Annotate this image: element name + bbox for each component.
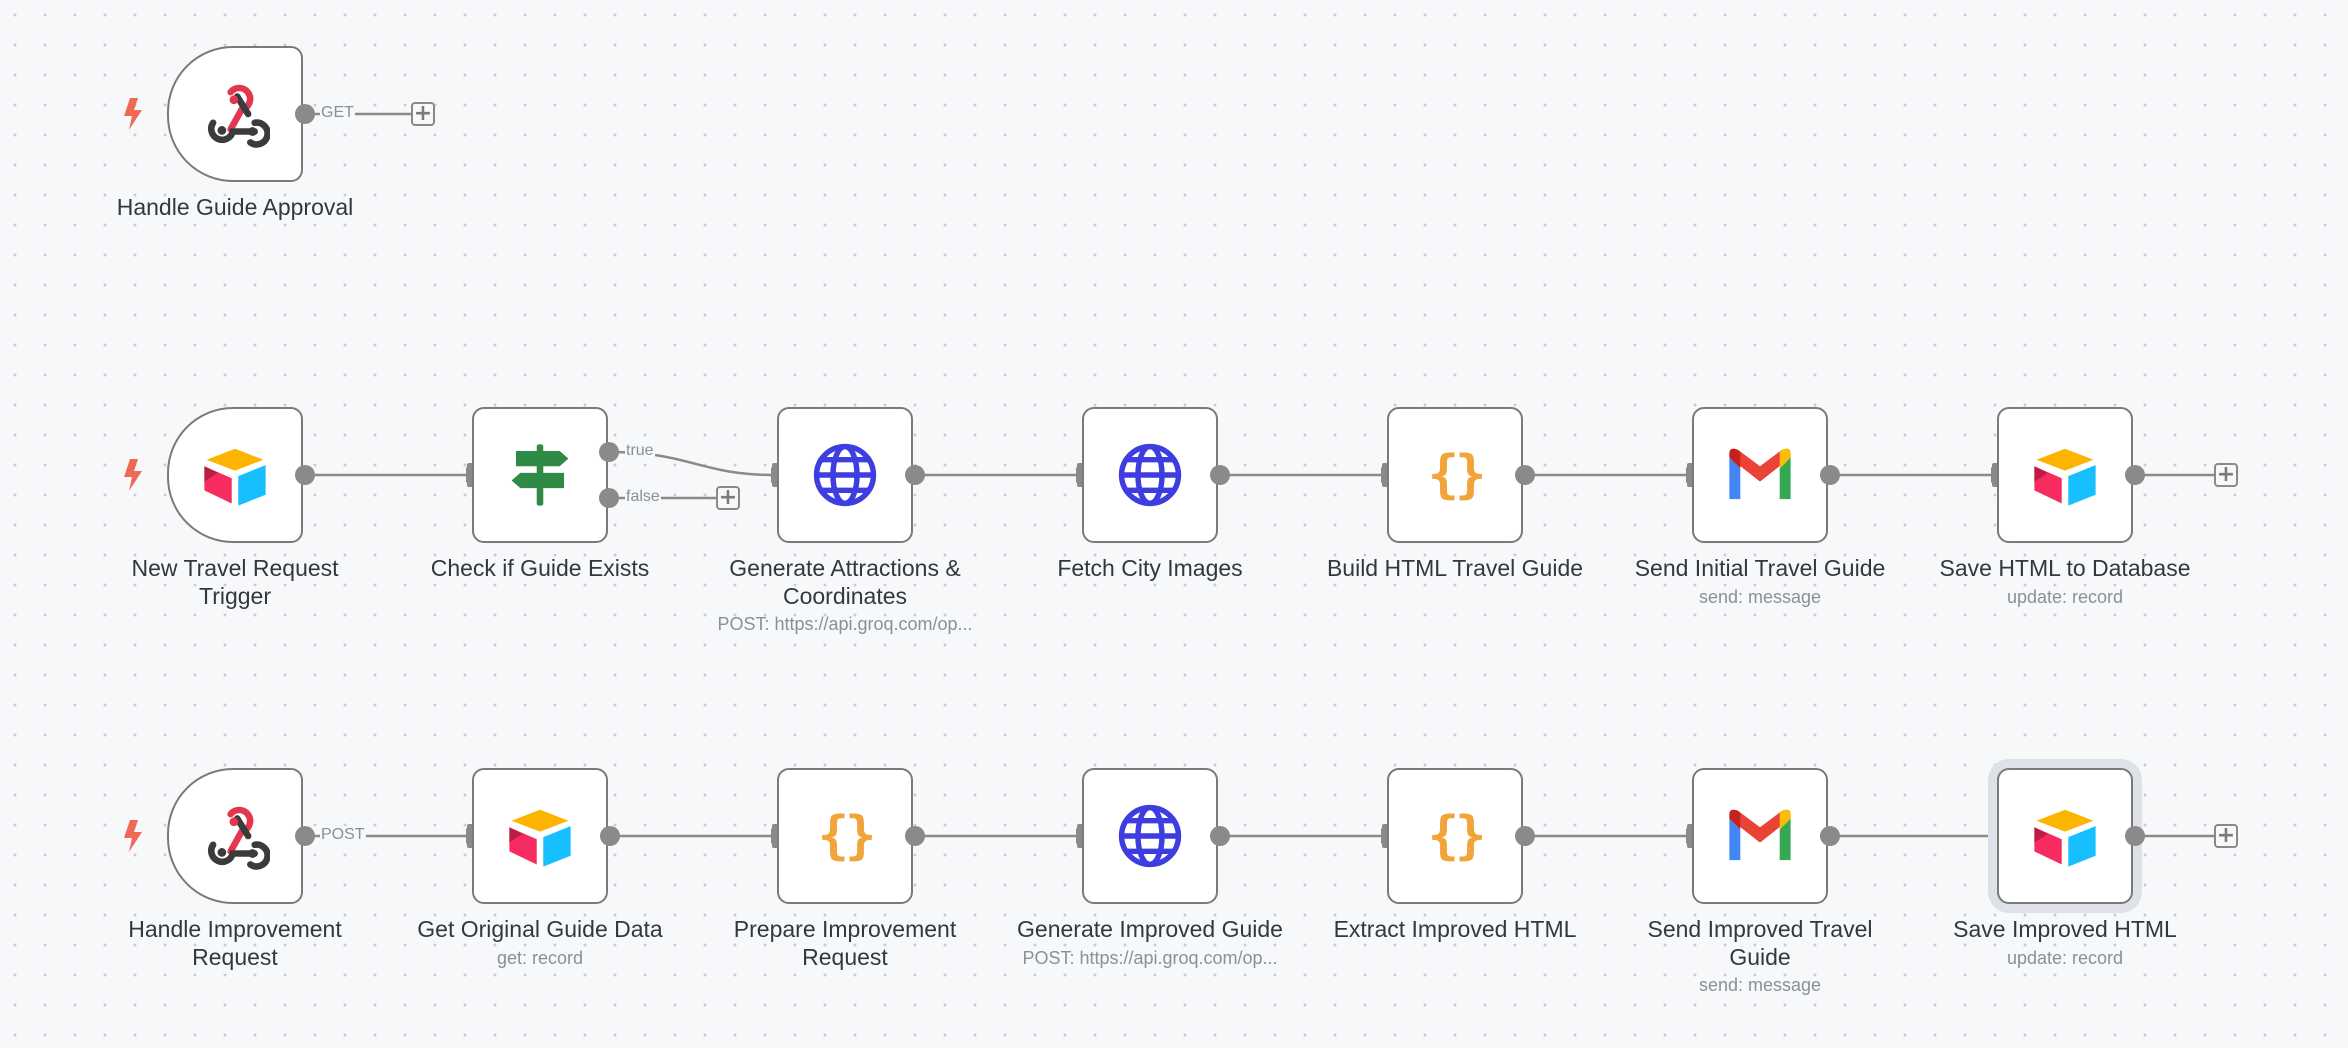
node-label: New Travel Request Trigger <box>131 555 339 609</box>
output-handle[interactable] <box>1210 465 1230 485</box>
output-handle[interactable] <box>1820 465 1840 485</box>
output-handle[interactable] <box>1820 826 1840 846</box>
output-handle-true[interactable] <box>599 442 619 462</box>
node-handle-guide-approval[interactable] <box>167 46 303 182</box>
output-handle[interactable] <box>2125 465 2145 485</box>
node-generate-improved-guide[interactable] <box>1082 768 1218 904</box>
add-node-button[interactable]: + <box>411 102 435 126</box>
output-handle[interactable] <box>295 826 315 846</box>
node-check-if-guide-exists[interactable] <box>472 407 608 543</box>
output-handle[interactable] <box>295 104 315 124</box>
node-subtitle: get: record <box>496 948 584 968</box>
node-label: Build HTML Travel Guide <box>1326 555 1584 581</box>
node-label: Send Initial Travel Guide <box>1634 555 1886 581</box>
trigger-bolt-icon <box>124 820 142 852</box>
input-handle[interactable] <box>467 463 475 487</box>
node-label: Extract Improved HTML <box>1333 916 1577 942</box>
node-subtitle: POST: https://api.groq.com/op... <box>1022 948 1278 968</box>
code-icon: {} <box>817 806 877 866</box>
gmail-icon <box>1725 801 1795 871</box>
node-get-original-guide-data[interactable] <box>472 768 608 904</box>
connection-label-true: true <box>625 442 655 460</box>
node-new-travel-request-trigger[interactable] <box>167 407 303 543</box>
trigger-bolt-icon <box>124 459 142 491</box>
node-label: Generate Improved Guide <box>1017 916 1283 942</box>
node-subtitle: update: record <box>2006 587 2124 607</box>
node-label: Generate Attractions & Coordinates <box>729 555 961 609</box>
add-node-button[interactable]: + <box>716 486 740 510</box>
node-subtitle: send: message <box>1698 587 1822 607</box>
output-handle[interactable] <box>600 826 620 846</box>
connection-label-get: GET <box>320 104 355 122</box>
output-handle[interactable] <box>295 465 315 485</box>
add-node-button[interactable]: + <box>2214 824 2238 848</box>
output-handle[interactable] <box>905 465 925 485</box>
input-handle[interactable] <box>1382 824 1390 848</box>
node-label: Send Improved Travel Guide <box>1647 916 1873 970</box>
node-prepare-improvement-request[interactable]: {} <box>777 768 913 904</box>
node-label: Fetch City Images <box>1057 555 1243 581</box>
node-generate-attractions[interactable] <box>777 407 913 543</box>
input-handle[interactable] <box>772 463 780 487</box>
input-handle[interactable] <box>467 824 475 848</box>
input-handle[interactable] <box>1382 463 1390 487</box>
trigger-bolt-icon <box>124 98 142 130</box>
output-handle[interactable] <box>1210 826 1230 846</box>
output-handle[interactable] <box>2125 826 2145 846</box>
node-subtitle: POST: https://api.groq.com/op... <box>717 614 973 634</box>
webhook-icon <box>200 801 270 871</box>
airtable-icon <box>2030 440 2100 510</box>
globe-icon <box>1115 801 1185 871</box>
input-handle[interactable] <box>772 824 780 848</box>
node-label: Handle Improvement Request <box>128 916 342 970</box>
output-handle[interactable] <box>905 826 925 846</box>
node-label: Prepare Improvement Request <box>733 916 957 970</box>
node-subtitle: send: message <box>1698 975 1822 995</box>
airtable-icon <box>200 440 270 510</box>
node-save-improved-html[interactable] <box>1997 768 2133 904</box>
node-label: Save Improved HTML <box>1953 916 2177 942</box>
node-send-initial-travel-guide[interactable] <box>1692 407 1828 543</box>
code-icon: {} <box>1427 806 1487 866</box>
connection-label-post: POST <box>320 826 366 844</box>
gmail-icon <box>1725 440 1795 510</box>
node-label: Handle Guide Approval <box>116 194 354 220</box>
node-label: Save HTML to Database <box>1939 555 2191 581</box>
add-node-button[interactable]: + <box>2214 463 2238 487</box>
node-label: Check if Guide Exists <box>430 555 650 581</box>
signpost-icon <box>505 440 575 510</box>
input-handle[interactable] <box>1687 824 1695 848</box>
input-handle[interactable] <box>1077 824 1085 848</box>
input-handle[interactable] <box>1992 824 2000 848</box>
input-handle[interactable] <box>1687 463 1695 487</box>
input-handle[interactable] <box>1077 463 1085 487</box>
globe-icon <box>1115 440 1185 510</box>
node-fetch-city-images[interactable] <box>1082 407 1218 543</box>
globe-icon <box>810 440 880 510</box>
node-extract-improved-html[interactable]: {} <box>1387 768 1523 904</box>
node-subtitle: update: record <box>2006 948 2124 968</box>
node-handle-improvement-request[interactable] <box>167 768 303 904</box>
input-handle[interactable] <box>1992 463 2000 487</box>
webhook-icon <box>200 79 270 149</box>
airtable-icon <box>2030 801 2100 871</box>
node-build-html-travel-guide[interactable]: {} <box>1387 407 1523 543</box>
code-icon: {} <box>1427 445 1487 505</box>
output-handle-false[interactable] <box>599 488 619 508</box>
airtable-icon <box>505 801 575 871</box>
node-send-improved-travel-guide[interactable] <box>1692 768 1828 904</box>
node-save-html-to-database[interactable] <box>1997 407 2133 543</box>
output-handle[interactable] <box>1515 465 1535 485</box>
output-handle[interactable] <box>1515 826 1535 846</box>
connection-label-false: false <box>625 488 661 506</box>
node-label: Get Original Guide Data <box>417 916 663 942</box>
